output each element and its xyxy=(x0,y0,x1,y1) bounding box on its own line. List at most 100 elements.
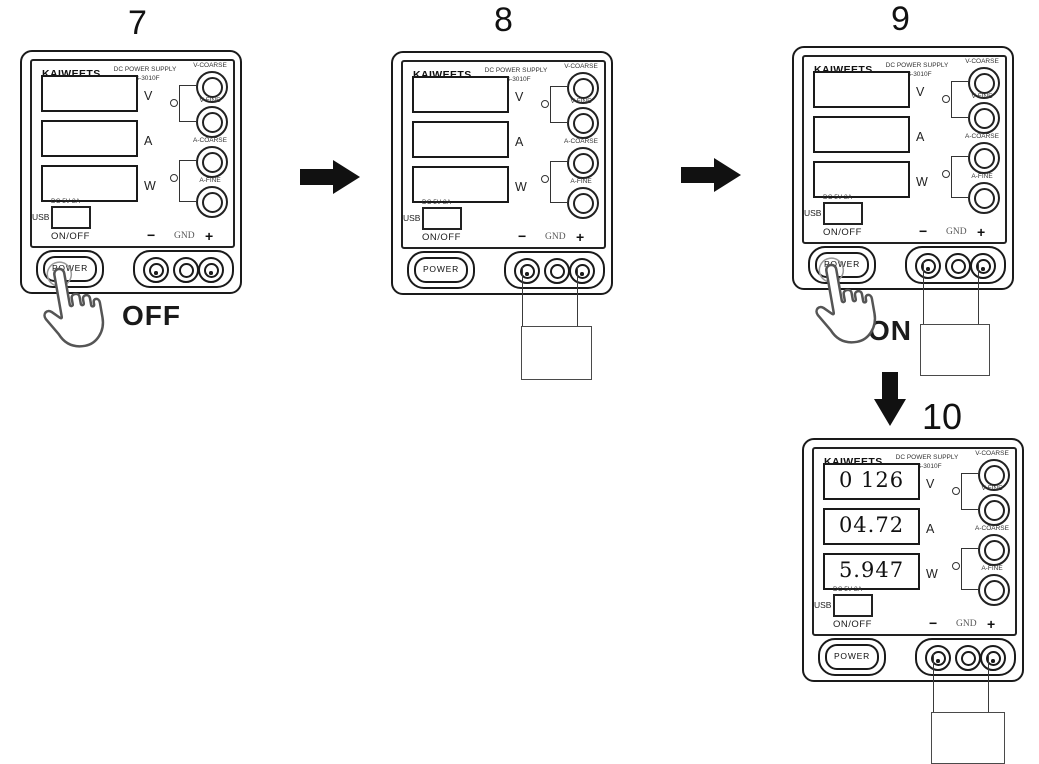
load-device-box xyxy=(521,326,592,380)
step-number-10: 10 xyxy=(922,396,963,437)
power-display xyxy=(412,166,509,203)
v-fine-label: V-FINE xyxy=(199,97,221,104)
power-state-off-label: OFF xyxy=(122,300,181,331)
a-coarse-knob[interactable] xyxy=(968,142,1000,174)
usb-rating-label: DC 5V-2A xyxy=(422,199,451,206)
control-panel: KAIWEETS DC POWER SUPPLY PS-3010F V A W … xyxy=(802,55,1007,244)
model-text: DC POWER SUPPLY PS-3010F xyxy=(473,66,559,84)
terminal-gnd-label: GND xyxy=(956,619,977,629)
current-value xyxy=(414,123,507,156)
v-fine-label: V-FINE xyxy=(971,93,993,100)
voltage-value xyxy=(815,73,908,106)
v-coarse-label: V-COARSE xyxy=(975,450,1009,457)
usb-label: USB xyxy=(32,212,50,222)
positive-terminal[interactable] xyxy=(569,258,595,284)
positive-terminal[interactable] xyxy=(970,253,996,279)
ground-terminal[interactable] xyxy=(945,253,971,279)
current-display xyxy=(813,116,910,153)
load-device-box xyxy=(931,712,1005,764)
model-text: DC POWER SUPPLY PS-3010F xyxy=(884,453,970,471)
power-button-label: POWER xyxy=(414,257,468,283)
voltage-value xyxy=(43,77,136,110)
a-fine-knob[interactable] xyxy=(978,574,1010,606)
power-display xyxy=(813,161,910,198)
terminal-minus-label: − xyxy=(919,223,928,239)
terminal-group xyxy=(133,250,234,288)
terminal-plus-label: + xyxy=(987,616,996,632)
a-fine-knob[interactable] xyxy=(196,186,228,218)
voltage-unit-label: V xyxy=(916,85,925,99)
voltage-display xyxy=(412,76,509,113)
ground-terminal[interactable] xyxy=(955,645,981,671)
jack-hole xyxy=(525,272,529,276)
v-fine-knob[interactable] xyxy=(196,106,228,138)
a-coarse-knob[interactable] xyxy=(567,147,599,179)
a-fine-knob[interactable] xyxy=(567,187,599,219)
control-panel: KAIWEETS DC POWER SUPPLY PS-3010F 0 126 … xyxy=(812,447,1017,636)
control-panel: KAIWEETS DC POWER SUPPLY PS-3010F V A W … xyxy=(401,60,606,249)
model-text: DC POWER SUPPLY PS-3010F xyxy=(874,61,960,79)
v-coarse-knob[interactable] xyxy=(978,459,1010,491)
current-indicator-led xyxy=(541,175,549,183)
v-fine-knob[interactable] xyxy=(978,494,1010,526)
v-fine-knob[interactable] xyxy=(567,107,599,139)
positive-terminal[interactable] xyxy=(198,257,224,283)
v-coarse-knob[interactable] xyxy=(968,67,1000,99)
v-coarse-label: V-COARSE xyxy=(965,58,999,65)
voltage-knob-bracket xyxy=(951,81,969,118)
usb-port[interactable] xyxy=(823,202,863,225)
terminal-gnd-label: GND xyxy=(946,227,967,237)
voltage-indicator-led xyxy=(541,100,549,108)
voltage-unit-label: V xyxy=(144,89,153,103)
a-coarse-label: A-COARSE xyxy=(975,525,1009,532)
usb-rating-label: DC 5V-2A xyxy=(823,194,852,201)
ground-terminal[interactable] xyxy=(544,258,570,284)
current-unit-label: A xyxy=(926,522,935,536)
power-value xyxy=(43,167,136,200)
negative-terminal[interactable] xyxy=(143,257,169,283)
a-fine-knob[interactable] xyxy=(968,182,1000,214)
usb-port[interactable] xyxy=(51,206,91,229)
power-value xyxy=(815,163,908,196)
power-button[interactable]: POWER xyxy=(407,251,475,289)
voltage-indicator-led xyxy=(952,487,960,495)
arrow-right-icon xyxy=(300,160,360,194)
power-value: 5.947 xyxy=(838,558,905,582)
a-coarse-knob[interactable] xyxy=(196,146,228,178)
usb-port[interactable] xyxy=(833,594,873,617)
power-unit-label: W xyxy=(916,175,928,189)
power-display xyxy=(41,165,138,202)
model-line-1: DC POWER SUPPLY xyxy=(885,62,949,69)
model-line-2: PS-3010F xyxy=(912,463,942,471)
usb-port[interactable] xyxy=(422,207,462,230)
model-text: DC POWER SUPPLY PS-3010F xyxy=(102,65,188,83)
negative-terminal[interactable] xyxy=(514,258,540,284)
power-display: 5.947 xyxy=(823,553,920,590)
voltage-unit-label: V xyxy=(515,90,524,104)
model-line-2: PS-3010F xyxy=(902,71,932,79)
power-button[interactable]: POWER xyxy=(818,638,886,676)
voltage-display: 0 126 xyxy=(823,463,920,500)
usb-label: USB xyxy=(403,213,421,223)
a-coarse-label: A-COARSE xyxy=(965,133,999,140)
power-supply-front-panel: KAIWEETS DC POWER SUPPLY PS-3010F 0 126 … xyxy=(802,438,1024,682)
current-display xyxy=(412,121,509,158)
v-coarse-knob[interactable] xyxy=(567,72,599,104)
v-coarse-knob[interactable] xyxy=(196,71,228,103)
v-fine-knob[interactable] xyxy=(968,102,1000,134)
control-panel: KAIWEETS DC POWER SUPPLY PS-3010F V A W … xyxy=(30,59,235,248)
positive-terminal[interactable] xyxy=(980,645,1006,671)
v-fine-label: V-FINE xyxy=(981,485,1003,492)
ground-terminal[interactable] xyxy=(173,257,199,283)
terminal-plus-label: + xyxy=(576,229,585,245)
voltage-unit-label: V xyxy=(926,477,935,491)
negative-terminal[interactable] xyxy=(925,645,951,671)
a-fine-label: A-FINE xyxy=(199,177,221,184)
a-coarse-knob[interactable] xyxy=(978,534,1010,566)
model-line-1: DC POWER SUPPLY xyxy=(113,66,177,73)
terminal-group xyxy=(905,246,1006,284)
negative-terminal[interactable] xyxy=(915,253,941,279)
model-line-1: DC POWER SUPPLY xyxy=(484,67,548,74)
current-knob-bracket xyxy=(179,160,197,202)
